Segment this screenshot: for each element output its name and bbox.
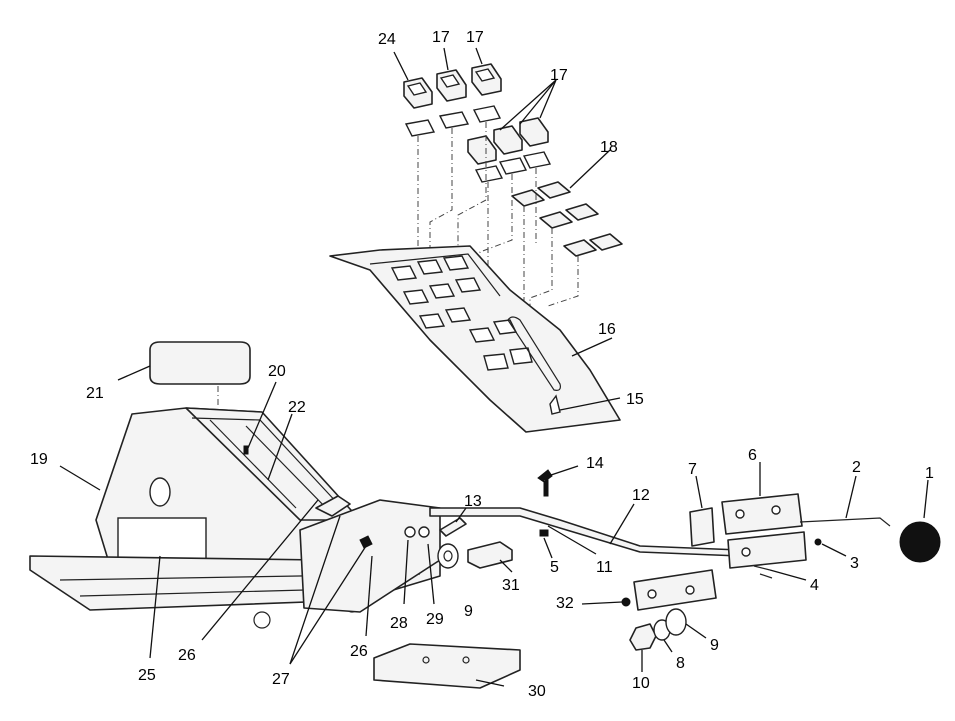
rocker-switch (471, 63, 502, 96)
bracket (721, 493, 803, 535)
callout-12: 12 (632, 487, 650, 504)
bracket (689, 507, 715, 547)
callout-9b: 9 (710, 637, 719, 654)
callout-9a: 9 (464, 603, 473, 620)
rocker-switch (467, 135, 497, 165)
callout-30: 30 (528, 683, 546, 700)
rocker-switch (519, 117, 549, 147)
callout-32: 32 (556, 595, 574, 612)
callout-17a: 17 (432, 29, 450, 46)
callout-4: 4 (810, 577, 819, 594)
mount-block (149, 341, 251, 408)
callout-14: 14 (586, 455, 604, 472)
washer (665, 608, 687, 636)
callout-17c: 17 (550, 67, 568, 84)
bolt (537, 469, 553, 497)
bracket (633, 569, 717, 611)
callout-11: 11 (596, 559, 613, 576)
console-panel (329, 245, 621, 433)
callout-3: 3 (850, 555, 859, 572)
callout-29: 29 (426, 611, 444, 628)
callout-31: 31 (502, 577, 520, 594)
callout-28: 28 (390, 615, 408, 632)
callout-27: 27 (272, 671, 290, 688)
callout-2: 2 (852, 459, 861, 476)
callout-21: 21 (86, 385, 104, 402)
callout-labels: 1 2 3 4 5 6 7 8 9 9 10 11 12 13 14 15 16… (30, 29, 934, 700)
callout-26a: 26 (178, 647, 196, 664)
mounting-plate (373, 643, 521, 689)
callout-24: 24 (378, 31, 396, 48)
callout-19: 19 (30, 451, 48, 468)
rocker-switch (403, 77, 433, 109)
bolt (439, 517, 467, 537)
callout-7: 7 (688, 461, 697, 478)
callout-1: 1 (925, 465, 934, 482)
shift-knob (899, 521, 941, 563)
callout-20: 20 (268, 363, 286, 380)
callout-15: 15 (626, 391, 644, 408)
callout-18: 18 (600, 139, 618, 156)
callout-10: 10 (632, 675, 650, 692)
callout-25: 25 (138, 667, 156, 684)
callout-17b: 17 (466, 29, 484, 46)
rocker-switch (493, 125, 523, 155)
leader-lines (59, 47, 929, 687)
bracket (727, 531, 807, 569)
callout-13: 13 (464, 493, 482, 510)
nut (629, 623, 657, 651)
callout-8: 8 (676, 655, 685, 672)
switch-panel-assembly (329, 63, 623, 433)
callout-5: 5 (550, 559, 559, 576)
rocker-switch (436, 69, 467, 102)
washer (437, 543, 459, 569)
bolt (467, 541, 513, 569)
callout-26b: 26 (350, 643, 368, 660)
callout-16: 16 (598, 321, 616, 338)
callout-6: 6 (748, 447, 757, 464)
callout-22: 22 (288, 399, 306, 416)
